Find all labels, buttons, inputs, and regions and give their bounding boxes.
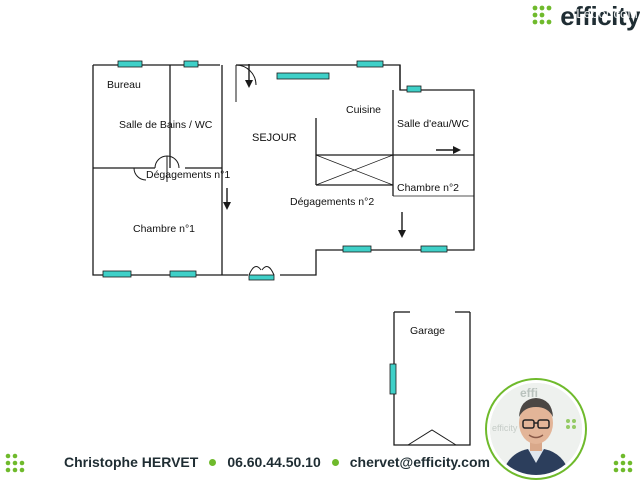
window — [117, 60, 143, 68]
efficity-dots-icon — [613, 453, 633, 473]
room-label-bureau: Bureau — [107, 79, 141, 91]
watermark-text: Leboncoin — [576, 6, 638, 21]
room-label-salle-de-bains: Salle de Bains / WC — [119, 119, 213, 131]
room-label-salle-eau: Salle d'eau/WC — [397, 118, 469, 130]
window — [342, 245, 372, 253]
separator-dot-icon — [331, 458, 339, 466]
window — [420, 245, 448, 253]
window — [389, 363, 397, 395]
separator-dot-icon — [209, 458, 217, 466]
agent-phone[interactable]: 06.60.44.50.10 — [227, 454, 321, 470]
plan-arrows — [223, 64, 461, 238]
room-labels: Bureau Salle de Bains / WC Dégagements n… — [107, 79, 469, 337]
window — [169, 270, 197, 278]
room-label-garage: Garage — [410, 325, 445, 337]
efficity-dots-icon — [5, 453, 25, 473]
efficity-dots-icon — [532, 5, 552, 25]
room-label-sejour: SEJOUR — [252, 132, 297, 144]
agent-portrait-icon: effi efficity — [490, 383, 582, 475]
room-label-cuisine: Cuisine — [346, 104, 381, 116]
room-label-degagements-2: Dégagements n°2 — [290, 196, 374, 208]
svg-text:effi: effi — [520, 386, 538, 400]
agent-email[interactable]: chervet@efficity.com — [349, 454, 490, 470]
window — [248, 274, 275, 281]
agent-avatar: effi efficity — [487, 380, 585, 478]
window — [183, 60, 199, 68]
room-label-degagements-1: Dégagements n°1 — [146, 169, 230, 181]
brand-logo: efficity — [531, 2, 640, 30]
window — [276, 72, 330, 80]
window — [356, 60, 384, 68]
plan-walls — [92, 64, 475, 446]
agent-name: Christophe HERVET — [64, 454, 199, 470]
window — [406, 85, 422, 93]
room-label-chambre-1: Chambre n°1 — [133, 223, 195, 235]
avatar-bg-brand: efficity — [492, 423, 518, 433]
room-label-chambre-2: Chambre n°2 — [397, 182, 459, 194]
contact-line: Christophe HERVET 06.60.44.50.10 chervet… — [64, 454, 490, 470]
plan-windows — [102, 60, 448, 395]
brand-name: efficity — [560, 1, 640, 31]
window — [102, 270, 132, 278]
